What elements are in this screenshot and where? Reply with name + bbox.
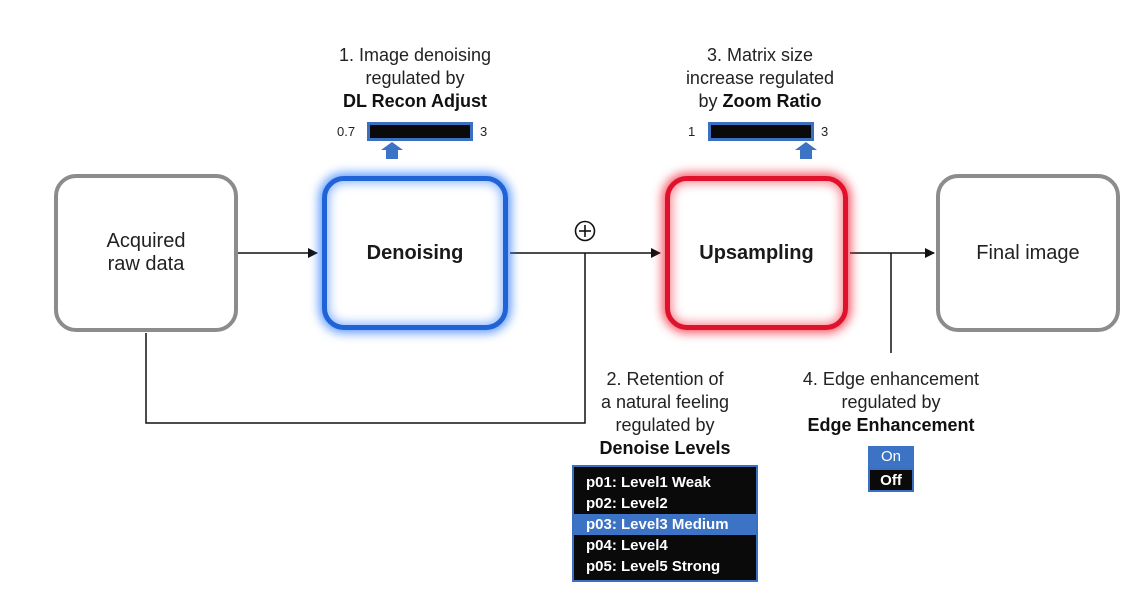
node-label: Upsampling — [699, 241, 814, 264]
caption-param: Denoise Levels — [599, 438, 731, 458]
bypass-line — [145, 253, 586, 424]
denoise-level-item[interactable]: p01: Level1 Weak — [586, 474, 711, 491]
caption-param: DL Recon Adjust — [342, 91, 487, 111]
zoom-ratio-slider[interactable] — [708, 122, 814, 141]
caption-edge-enhancement: 4. Edge enhancement regulated by Edge En… — [780, 368, 1002, 437]
slider-min-label: 1 — [688, 124, 696, 139]
caption-matrix-size: 3. Matrix size increase regulated by Zoo… — [640, 44, 880, 113]
denoise-levels-list[interactable]: p01: Level1 Weak p02: Level2 p03: Level3 M… — [572, 465, 758, 582]
toggle-option-off[interactable]: Off — [868, 468, 914, 492]
node-label: Final image — [976, 241, 1080, 264]
denoise-level-item[interactable]: p04: Level4 — [586, 537, 668, 554]
node-final-image: Final image — [936, 174, 1120, 332]
caption-natural-feeling: 2. Retention of a natural feeling regula… — [560, 368, 770, 460]
caption-text: 1. Image denoising regulated by — [338, 45, 492, 88]
node-label: Denoising — [366, 241, 464, 264]
edge-enhancement-toggle[interactable]: On Off — [868, 446, 914, 492]
caption-text: 3. Matrix size increase regulated by — [685, 45, 835, 111]
node-upsampling: Upsampling — [665, 176, 848, 330]
toggle-option-on[interactable]: On — [868, 446, 914, 468]
slider-thumb-arrow-icon[interactable] — [380, 142, 403, 159]
denoise-level-item[interactable]: p02: Level2 — [586, 495, 668, 512]
plus-circle-icon — [574, 220, 596, 242]
caption-text: 4. Edge enhancement regulated by — [802, 369, 980, 412]
denoise-level-item[interactable]: p03: Level3 Medium — [574, 514, 756, 535]
slider-min-label: 0.7 — [337, 124, 356, 139]
node-acquired-raw-data: Acquired raw data — [54, 174, 238, 332]
dl-recon-adjust-slider[interactable] — [367, 122, 473, 141]
slider-max-label: 3 — [480, 124, 488, 139]
caption-image-denoising: 1. Image denoising regulated by DL Recon… — [295, 44, 535, 113]
node-denoising: Denoising — [322, 176, 508, 330]
node-label: Acquired raw data — [106, 230, 186, 275]
slider-thumb-arrow-icon[interactable] — [795, 142, 817, 159]
denoise-level-item[interactable]: p05: Level5 Strong — [586, 558, 721, 575]
slider-max-label: 3 — [821, 124, 829, 139]
caption-text: 2. Retention of a natural feeling regula… — [600, 369, 730, 435]
caption-param: Edge Enhancement — [807, 415, 975, 435]
caption-param: Zoom Ratio — [722, 91, 822, 111]
